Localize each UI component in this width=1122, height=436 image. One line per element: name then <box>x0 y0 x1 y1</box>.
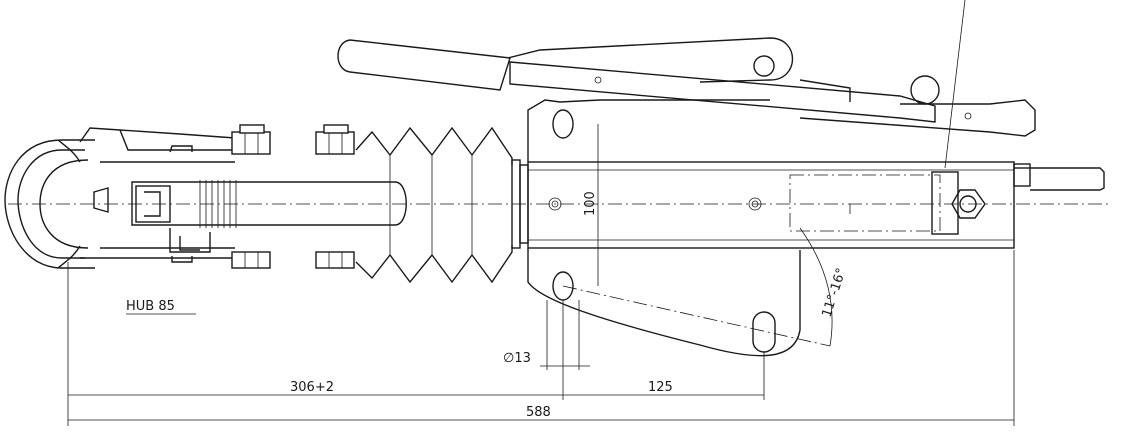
total-length-label: 588 <box>526 405 551 420</box>
hole-spacing-label: 125 <box>648 380 673 395</box>
bellows <box>355 126 529 284</box>
height-dimension-label: 100 <box>583 191 598 216</box>
top-bolt-right <box>315 124 355 155</box>
brake-rod <box>931 163 1105 235</box>
hole-diameter-label: ∅13 <box>503 351 531 366</box>
inner-mechanism <box>131 180 407 253</box>
bottom-bolt-left <box>231 251 271 269</box>
brake-lever <box>337 37 1036 137</box>
square-tube <box>527 161 1015 249</box>
top-bolt-left <box>231 124 271 155</box>
dimension-lines <box>67 124 1015 426</box>
stroke-label: HUB 85 <box>126 299 175 314</box>
coupling-housing <box>79 127 236 263</box>
coupling-to-mount-label: 306+2 <box>290 380 334 395</box>
angle-lines <box>562 0 966 347</box>
mounting-flange <box>527 55 801 357</box>
bottom-bolt-right <box>315 251 355 269</box>
